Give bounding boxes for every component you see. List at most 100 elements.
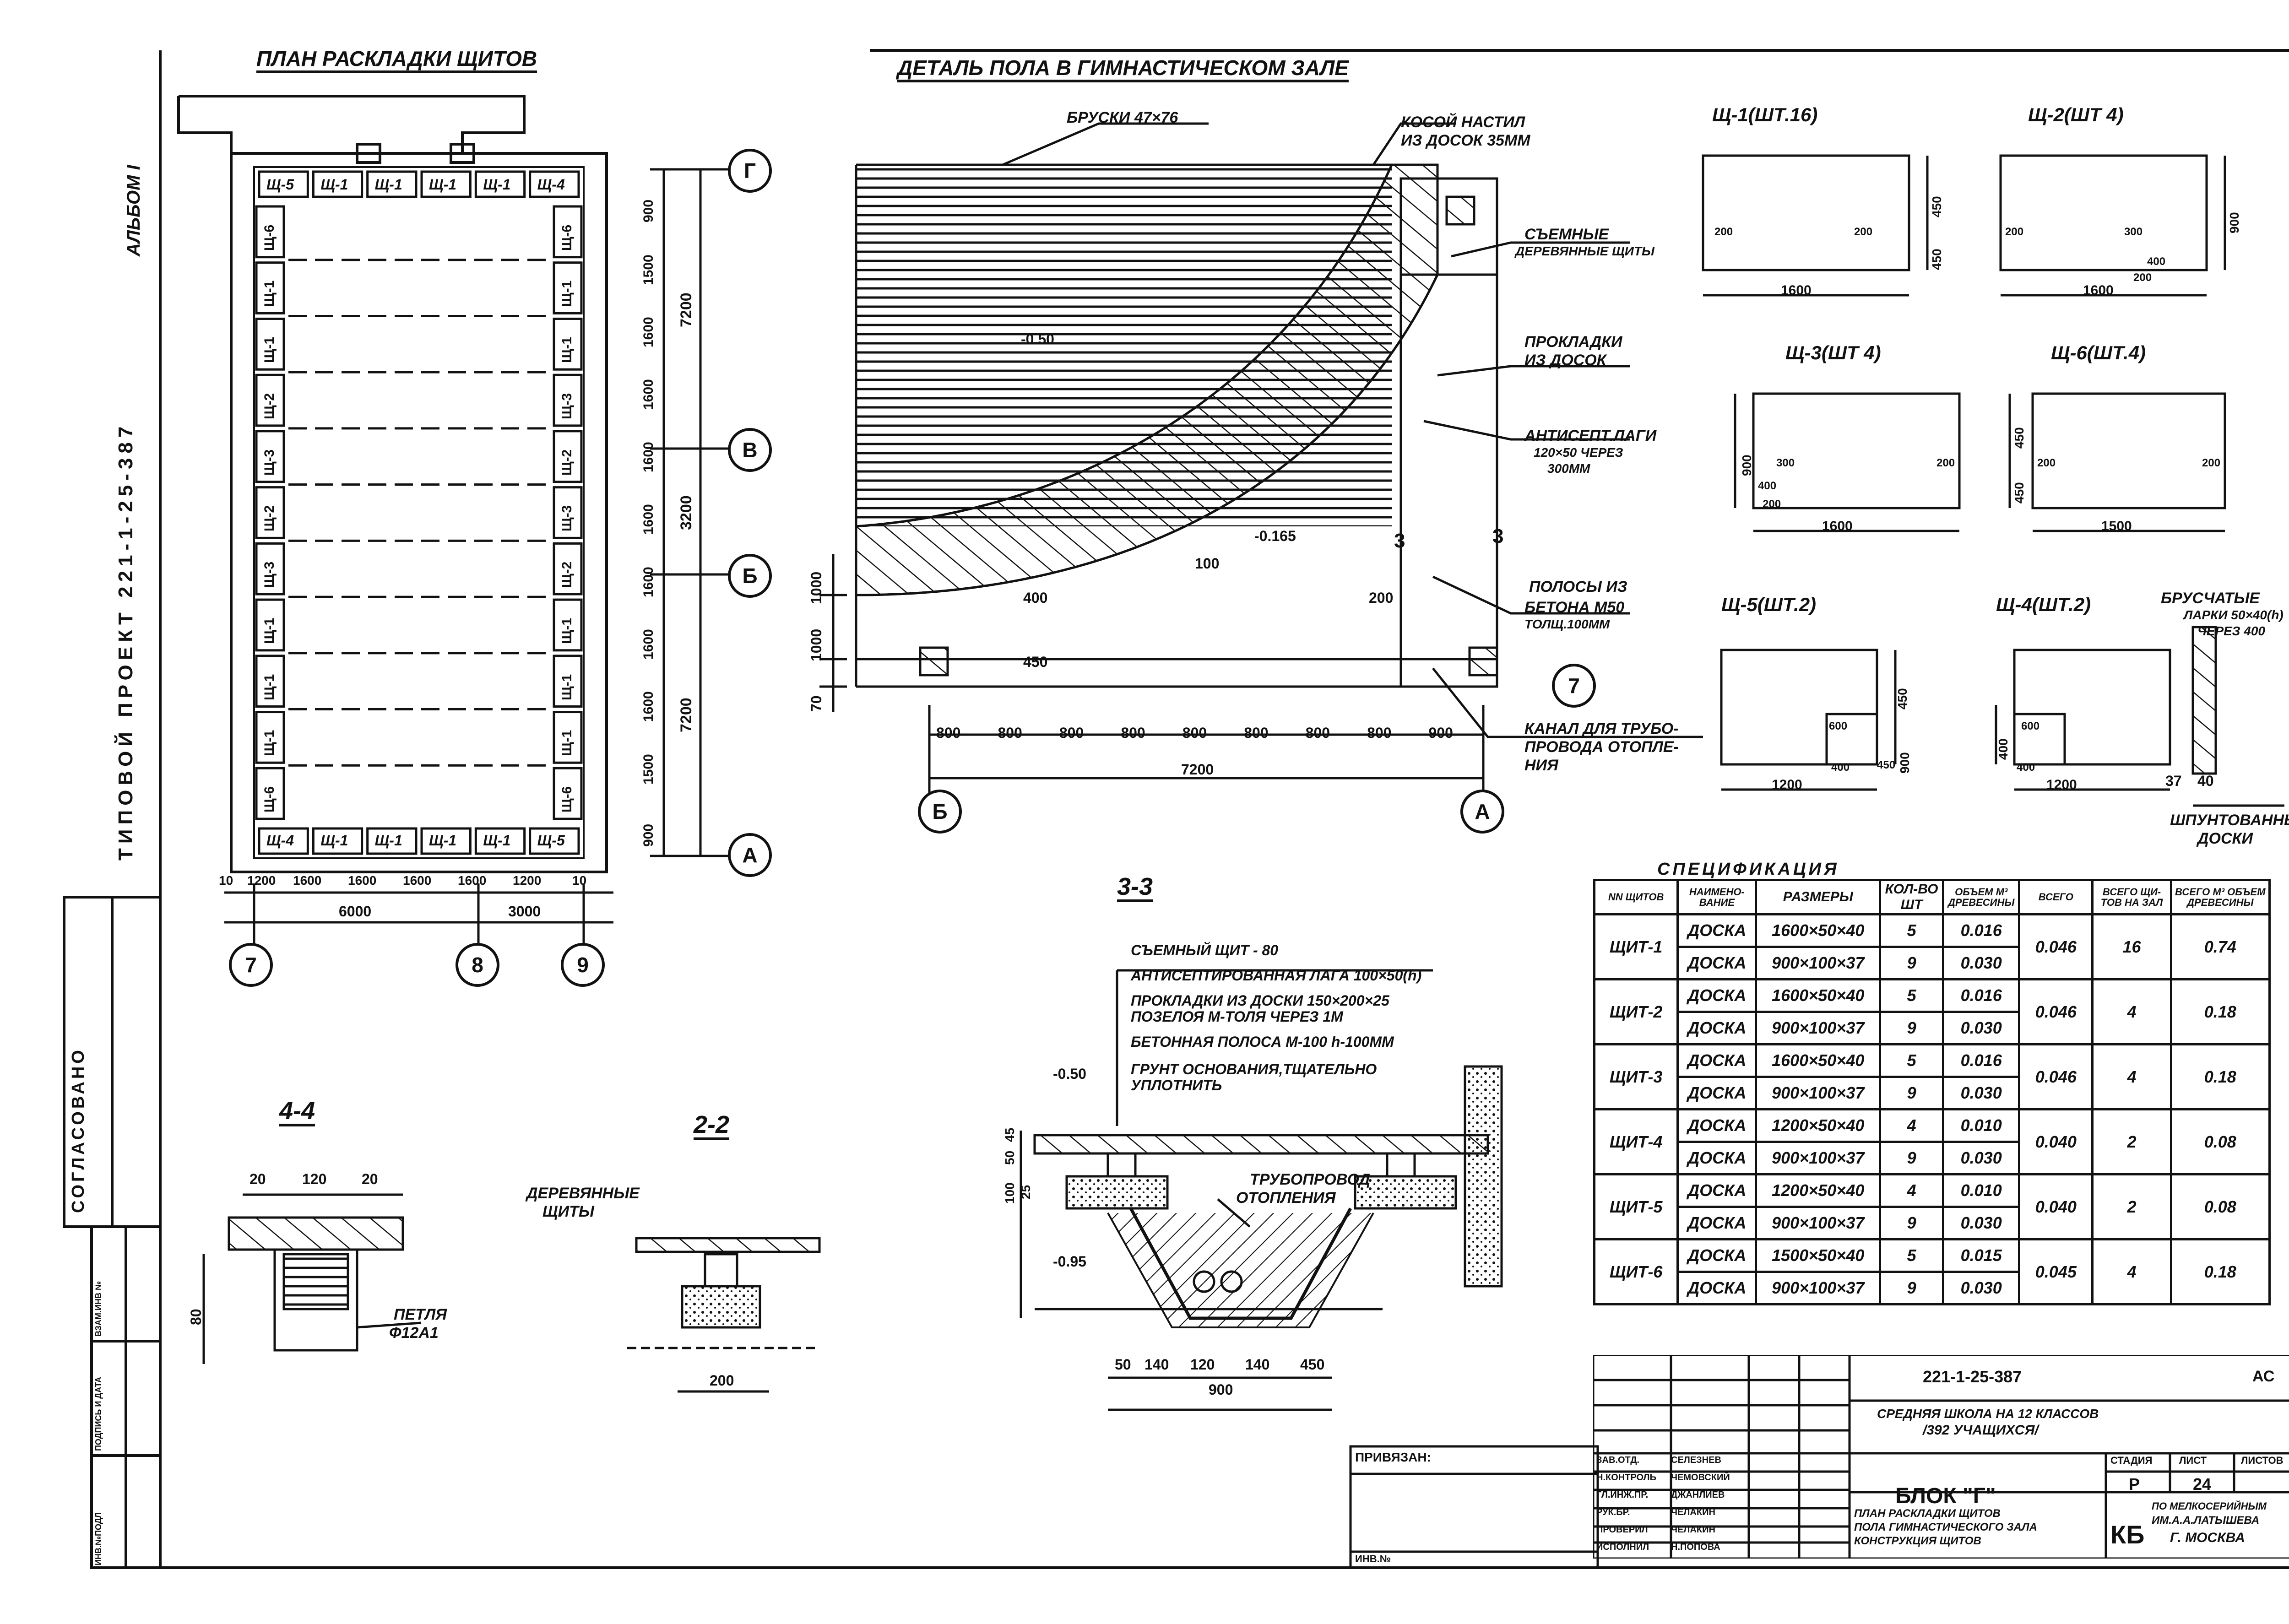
plan-cell-right	[553, 374, 583, 427]
stamp-desc-1: ПЛАН РАСКЛАДКИ ЩИТОВ	[1854, 1507, 2001, 1520]
plan-cell-bottom-label: Щ-1	[429, 832, 457, 849]
plan-cell-top	[258, 170, 309, 198]
plan-cell-top-label: Щ-1	[483, 176, 511, 193]
spec-total-cell: 2	[2091, 1108, 2172, 1175]
spec-cell: 900×100×37	[1755, 1076, 1882, 1110]
plan-cell-left	[255, 598, 285, 652]
spec-cell: 0.030	[1942, 1141, 2021, 1175]
stamp-school-1: СРЕДНЯЯ ШКОЛА НА 12 КЛАССОВ	[1877, 1407, 2099, 1421]
plan-right-dim: 1600	[641, 317, 656, 348]
stamp-stage-h: СТАДИЯ	[2110, 1455, 2153, 1466]
panel-width: 1500	[2101, 519, 2132, 534]
detail-dim: 800	[1121, 725, 1145, 741]
plan-cell-right	[553, 261, 583, 314]
plan-axis-2: Б	[728, 554, 772, 598]
panel-offset: 450	[1877, 759, 1896, 771]
detail-total-dim: 7200	[1181, 761, 1214, 778]
detail-left-dim-2: 1000	[808, 628, 824, 661]
spec-total-cell: 2	[2091, 1173, 2172, 1240]
panel-height: 450	[1895, 688, 1909, 709]
plan-cell-right	[553, 317, 583, 371]
plan-cell-bottom	[312, 827, 363, 855]
plan-title: ПЛАН РАСКЛАДКИ ЩИТОВ	[256, 47, 537, 70]
side-label-sign: ПОДПИСЬ И ДАТА	[94, 1376, 103, 1451]
spec-cell: 900×100×37	[1755, 946, 1882, 980]
spec-cell: ДОСКА	[1676, 978, 1757, 1013]
spec-total-cell: 0.046	[2018, 913, 2094, 980]
panel-offset: 300	[2124, 226, 2143, 238]
stamp-name: ДЖАНЛИЕВ	[1671, 1490, 1725, 1500]
plan-cell-right-label: Щ-1	[559, 336, 575, 363]
spec-shield-name: ЩИТ-4	[1593, 1108, 1679, 1175]
panel-title: Щ-1(ШТ.16)	[1712, 104, 1818, 125]
pads-label-2: ИЗ ДОСОК	[1524, 352, 1606, 369]
stamp-block: БЛОК "Г"	[1895, 1484, 1996, 1508]
plan-cell-top	[312, 170, 363, 198]
stamp-sheets-h: ЛИСТОВ	[2241, 1455, 2284, 1466]
stamp-org-1: КБ	[2110, 1520, 2145, 1549]
plan-cell-left-label: Щ-1	[262, 281, 277, 307]
removable-label-2: ДЕРЕВЯННЫЕ ЩИТЫ	[1515, 244, 1655, 258]
spec-cell: 0.030	[1942, 1011, 2021, 1045]
plan-cell-bottom-label: Щ-4	[266, 832, 294, 849]
plan-right-dim: 1600	[641, 691, 656, 722]
section-33-bottom-dim: 140	[1245, 1356, 1270, 1373]
spec-cell: ДОСКА	[1676, 946, 1757, 980]
section-33-bottom-dim: 120	[1190, 1356, 1215, 1373]
strips-label-1: ПОЛОСЫ ИЗ	[1529, 578, 1627, 595]
plan-cell-left-label: Щ-1	[262, 617, 277, 644]
section-33-bottom-dim: 50	[1115, 1356, 1131, 1373]
spec-shield-name: ЩИТ-1	[1593, 913, 1679, 980]
stamp-role: Н.КОНТРОЛЬ	[1596, 1472, 1656, 1483]
inv-label: ИНВ.№	[1355, 1553, 1391, 1564]
plan-right-dim: 1600	[641, 629, 656, 660]
panel-offset: 200	[2202, 457, 2221, 469]
panel-offset: 200	[1854, 226, 1873, 238]
plan-cell-bottom	[258, 827, 309, 855]
plan-bottom-dim: 1600	[403, 873, 432, 888]
panel-offset: 200	[1763, 498, 1781, 510]
detail-dim: 800	[1059, 725, 1084, 741]
panel-offset: 400	[1758, 480, 1777, 492]
section-44-loop-1: ПЕТЛЯ	[394, 1306, 447, 1323]
stamp-role: РУК.БР.	[1596, 1507, 1630, 1517]
section-44-dim-2: 120	[302, 1171, 327, 1187]
spec-total-cell: 16	[2091, 913, 2172, 980]
bars-label: БРУСКИ 47×76	[1067, 109, 1178, 126]
plan-cell-left-label: Щ-1	[262, 336, 277, 363]
bars-note-3: ЧЕРЕЗ 400	[2197, 624, 2265, 638]
spec-cell: 0.016	[1942, 978, 2021, 1013]
spec-cell: 4	[1879, 1173, 1945, 1208]
detail-left-dim-1: 1000	[808, 571, 824, 604]
plan-cell-bottom	[420, 827, 472, 855]
plan-cell-right	[553, 711, 583, 764]
detail-dim: 800	[936, 725, 961, 741]
channel-label-2: ПРОВОДА ОТОПЛЕ-	[1524, 738, 1679, 756]
panel-title: Щ-3(ШТ 4)	[1785, 342, 1881, 363]
spec-cell: 5	[1879, 1043, 1945, 1078]
panel-width: 1600	[1781, 283, 1812, 298]
spec-cell: ДОСКА	[1676, 1206, 1757, 1240]
spec-cell: ДОСКА	[1676, 1271, 1757, 1305]
detail-axis-left: Б	[918, 790, 962, 834]
diagonal-label-1: КОСОЙ НАСТИЛ	[1401, 114, 1525, 131]
plan-cell-left-label: Щ-3	[262, 561, 277, 588]
stamp-name: ЧЕЛАКИН	[1671, 1525, 1715, 1535]
spec-cell: 0.010	[1942, 1108, 2021, 1143]
section-33-bottom-dim: 450	[1300, 1356, 1325, 1373]
spec-cell: 0.030	[1942, 1076, 2021, 1110]
detail-dim: 800	[1305, 725, 1330, 741]
plan-cell-left-label: Щ-2	[262, 393, 277, 419]
spec-cell: 1600×50×40	[1755, 913, 1882, 948]
spec-cell: 0.030	[1942, 1206, 2021, 1240]
section-33-mark-1: -0.50	[1053, 1066, 1086, 1082]
stamp-desc-2: ПОЛА ГИМНАСТИЧЕСКОГО ЗАЛА	[1854, 1521, 2037, 1533]
spec-cell: 1500×50×40	[1755, 1238, 1882, 1273]
stamp-org-2: ПО МЕЛКОСЕРИЙНЫМ	[2152, 1500, 2267, 1512]
plan-cell-bottom-label: Щ-1	[320, 832, 348, 849]
